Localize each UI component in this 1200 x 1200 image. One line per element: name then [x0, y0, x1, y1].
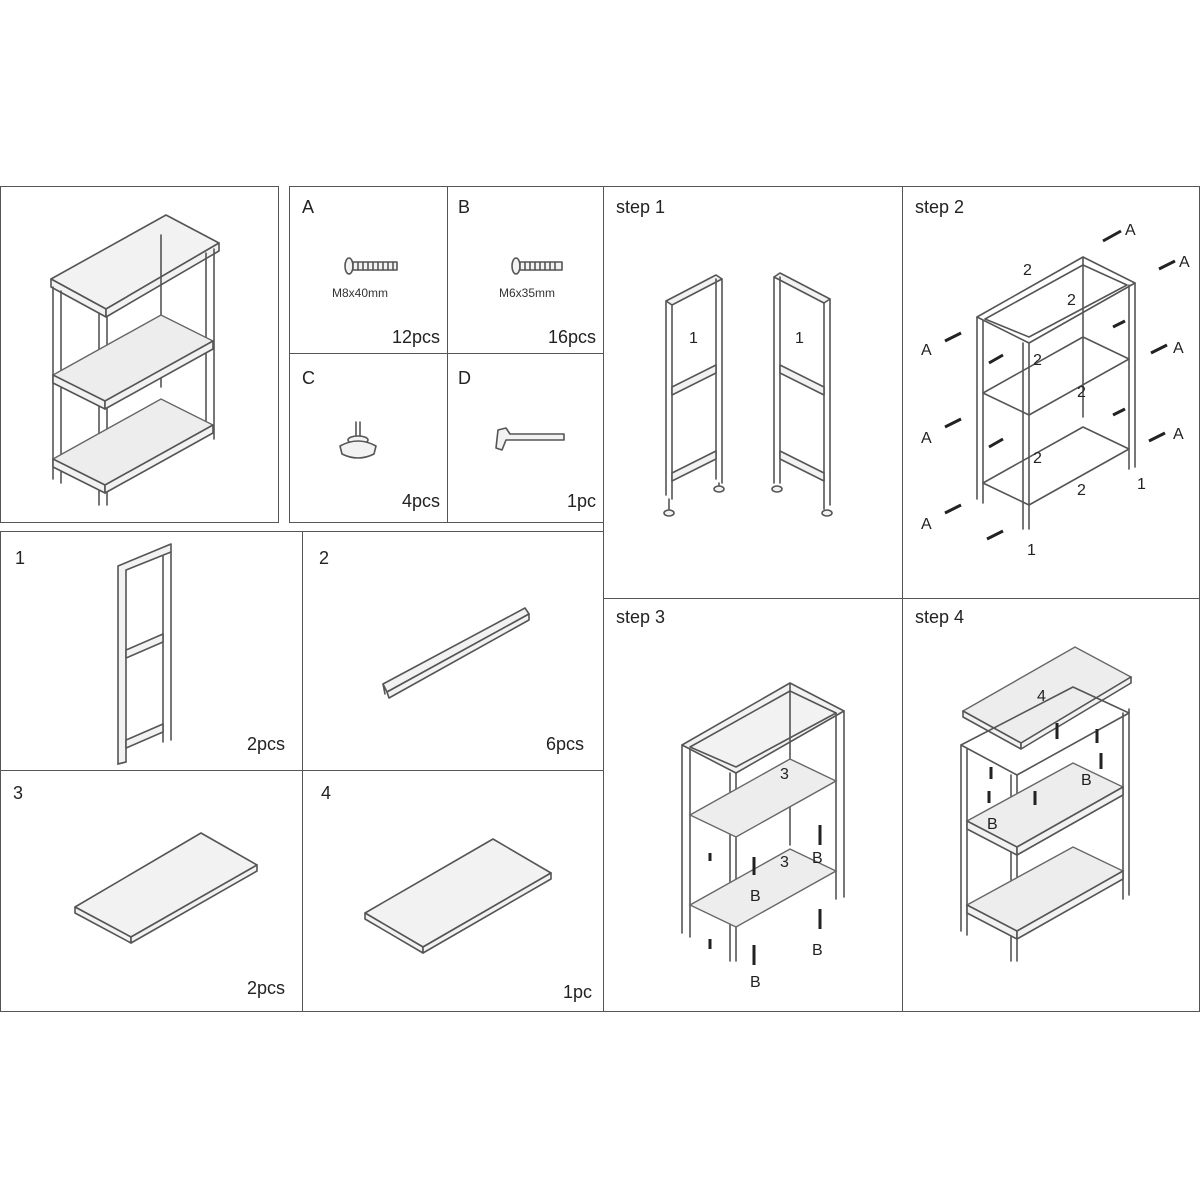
hardware-qty: 12pcs	[391, 327, 440, 347]
screw-a-callout: A	[921, 342, 932, 359]
hardware-letter: B	[458, 197, 471, 217]
part-1-panel: 1 2pcs	[0, 531, 304, 772]
screw-b-callout: B	[750, 974, 761, 991]
part-number: 1	[15, 548, 26, 568]
screw-a-callout: A	[921, 516, 932, 533]
part-qty: 1pc	[562, 982, 592, 1002]
screw-b-callout: B	[812, 942, 823, 959]
crossbar-callout: 2	[1077, 482, 1086, 499]
step-4-panel: step 4 4 B B	[902, 598, 1200, 1012]
leveling-foot-icon	[339, 421, 377, 459]
crossbar-callout: 2	[1067, 292, 1076, 309]
overview-panel	[0, 186, 279, 523]
part-3-panel: 3 2pcs	[0, 770, 304, 1012]
shelf-callout: 3	[780, 854, 789, 871]
crossbar-callout: 2	[1077, 384, 1086, 401]
step-3-illustration: 3 3 B B B B	[681, 682, 845, 991]
part-qty: 6pcs	[545, 734, 584, 754]
screw-b-callout: B	[750, 888, 761, 905]
step-1-illustration: 1 1	[663, 272, 833, 517]
hardware-d-panel: D 1pc	[447, 353, 605, 523]
screw-a-callout: A	[921, 430, 932, 447]
step-1-callout: 1	[689, 330, 698, 347]
side-frame-callout: 1	[1027, 542, 1036, 559]
screw-a-callout: A	[1125, 222, 1136, 239]
screw-icon	[511, 257, 563, 275]
hardware-qty: 4pcs	[401, 491, 440, 511]
step-1-callout: 1	[795, 330, 804, 347]
top-board-callout: 4	[1037, 688, 1046, 705]
shelf-callout: 3	[780, 766, 789, 783]
step-2-panel: step 2 2 2 2 2 2	[902, 186, 1200, 600]
top-board-icon	[364, 838, 552, 954]
hardware-qty: 16pcs	[547, 327, 596, 347]
screw-b-callout: B	[812, 850, 823, 867]
part-number: 3	[13, 783, 24, 803]
step-4-illustration: 4 B B	[960, 646, 1133, 962]
screw-a-callout: A	[1173, 340, 1184, 357]
crossbar-callout: 2	[1033, 450, 1042, 467]
part-2-panel: 2 6pcs	[302, 531, 605, 772]
crossbar-callout: 2	[1033, 352, 1042, 369]
step-label: step 1	[616, 197, 666, 217]
crossbar-icon	[382, 607, 530, 699]
screw-b-callout: B	[987, 816, 998, 833]
side-frame-icon	[117, 543, 172, 765]
shelf-board-icon	[74, 832, 258, 944]
screw-a-callout: A	[1173, 426, 1184, 443]
part-4-panel: 4 1pc	[302, 770, 605, 1012]
step-label: step 4	[915, 607, 965, 627]
part-qty: 2pcs	[246, 978, 285, 998]
part-qty: 2pcs	[246, 734, 285, 754]
hardware-qty: 1pc	[566, 491, 596, 511]
step-3-panel: step 3 3 3 B B B B	[603, 598, 904, 1012]
assembled-shelf-illustration	[50, 214, 220, 506]
hardware-letter: A	[302, 197, 315, 217]
screw-a-callout: A	[1179, 254, 1190, 271]
step-label: step 2	[915, 197, 965, 217]
side-frame-callout: 1	[1137, 476, 1146, 493]
screw-b-callout: B	[1081, 772, 1092, 789]
hardware-letter: C	[302, 368, 315, 388]
crossbar-callout: 2	[1023, 262, 1032, 279]
hardware-a-panel: A M8x40mm 12pcs	[289, 186, 449, 355]
hardware-c-panel: C 4pcs	[289, 353, 449, 523]
part-number: 4	[321, 783, 332, 803]
hardware-spec: M8x40mm	[332, 286, 389, 300]
hardware-letter: D	[458, 368, 471, 388]
screw-icon	[344, 257, 398, 275]
hardware-b-panel: B M6x35mm 16pcs	[447, 186, 605, 355]
step-1-panel: step 1 1 1	[603, 186, 904, 600]
hardware-spec: M6x35mm	[499, 286, 556, 300]
part-number: 2	[319, 548, 330, 568]
allen-key-icon	[495, 427, 565, 451]
step-2-illustration: 2 2 2 2 2 2 1 1 A A A A A A A	[921, 222, 1190, 559]
step-label: step 3	[616, 607, 666, 627]
